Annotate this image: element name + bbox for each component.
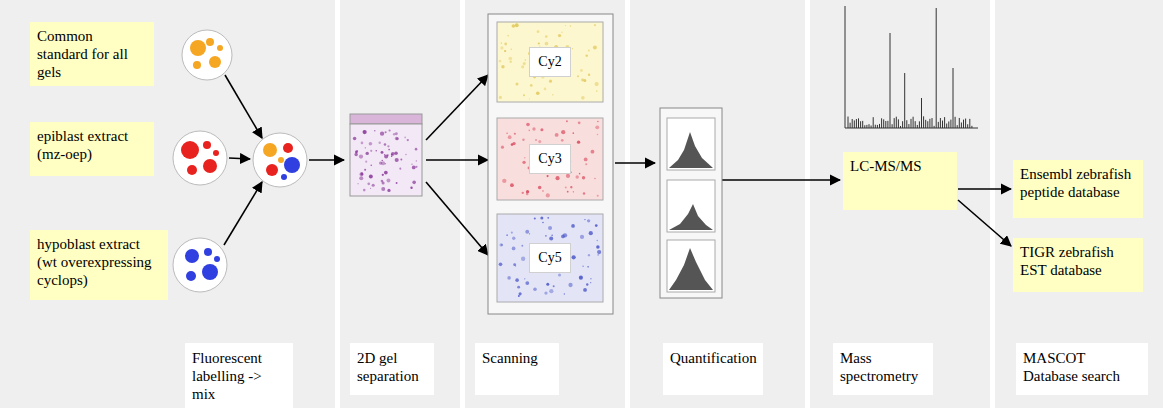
sample-box: hypoblast extract (wt overexpressing cyc… bbox=[30, 230, 168, 300]
node-text: LC-MS/MS bbox=[850, 157, 950, 175]
node-text: Cy3 bbox=[529, 144, 570, 175]
step-label: Scanning bbox=[475, 343, 559, 395]
node-text: Common standard for all gels bbox=[37, 27, 147, 81]
mass-spectrum bbox=[845, 6, 978, 128]
sample-circles bbox=[173, 30, 307, 292]
sample-box: epiblast extract (mz-oep) bbox=[30, 122, 154, 176]
quant-peaks bbox=[660, 108, 722, 298]
node-text: Cy2 bbox=[529, 47, 570, 78]
scan-channel: Cy5 bbox=[497, 214, 603, 302]
node-text: 2D gel separation bbox=[357, 349, 427, 385]
node-text: MASCOT Database search bbox=[1023, 349, 1141, 385]
scan-frame bbox=[488, 14, 613, 314]
connector-arrow bbox=[958, 188, 1011, 190]
node-text: hypoblast extract (wt overexpressing cyc… bbox=[37, 235, 161, 289]
step-label: Fluorescent labelling -> mix bbox=[185, 343, 293, 408]
node-text: Ensembl zebrafish peptide database bbox=[1020, 165, 1136, 201]
node-text: Mass spectrometry bbox=[840, 349, 926, 385]
sample-box: Common standard for all gels bbox=[30, 22, 154, 86]
gel-image bbox=[350, 114, 422, 196]
node-text: TIGR zebrafish EST database bbox=[1020, 243, 1136, 279]
database-box: Ensembl zebrafish peptide database bbox=[1013, 160, 1143, 218]
node-text: Quantification bbox=[670, 349, 756, 367]
step-label: 2D gel separation bbox=[350, 343, 434, 395]
step-label: Quantification bbox=[663, 343, 763, 395]
node-text: Cy5 bbox=[529, 243, 570, 274]
process-box: LC-MS/MS bbox=[843, 152, 957, 210]
node-text: Fluorescent labelling -> mix bbox=[192, 349, 286, 403]
node-text: epiblast extract (mz-oep) bbox=[37, 127, 147, 163]
step-label: Mass spectrometry bbox=[833, 343, 933, 395]
database-box: TIGR zebrafish EST database bbox=[1013, 238, 1143, 292]
node-text: Scanning bbox=[482, 349, 552, 367]
connector-arrow bbox=[958, 200, 1011, 246]
scan-channel: Cy2 bbox=[497, 22, 603, 102]
scan-channel: Cy3 bbox=[497, 118, 603, 200]
step-label: MASCOT Database search bbox=[1016, 343, 1148, 395]
